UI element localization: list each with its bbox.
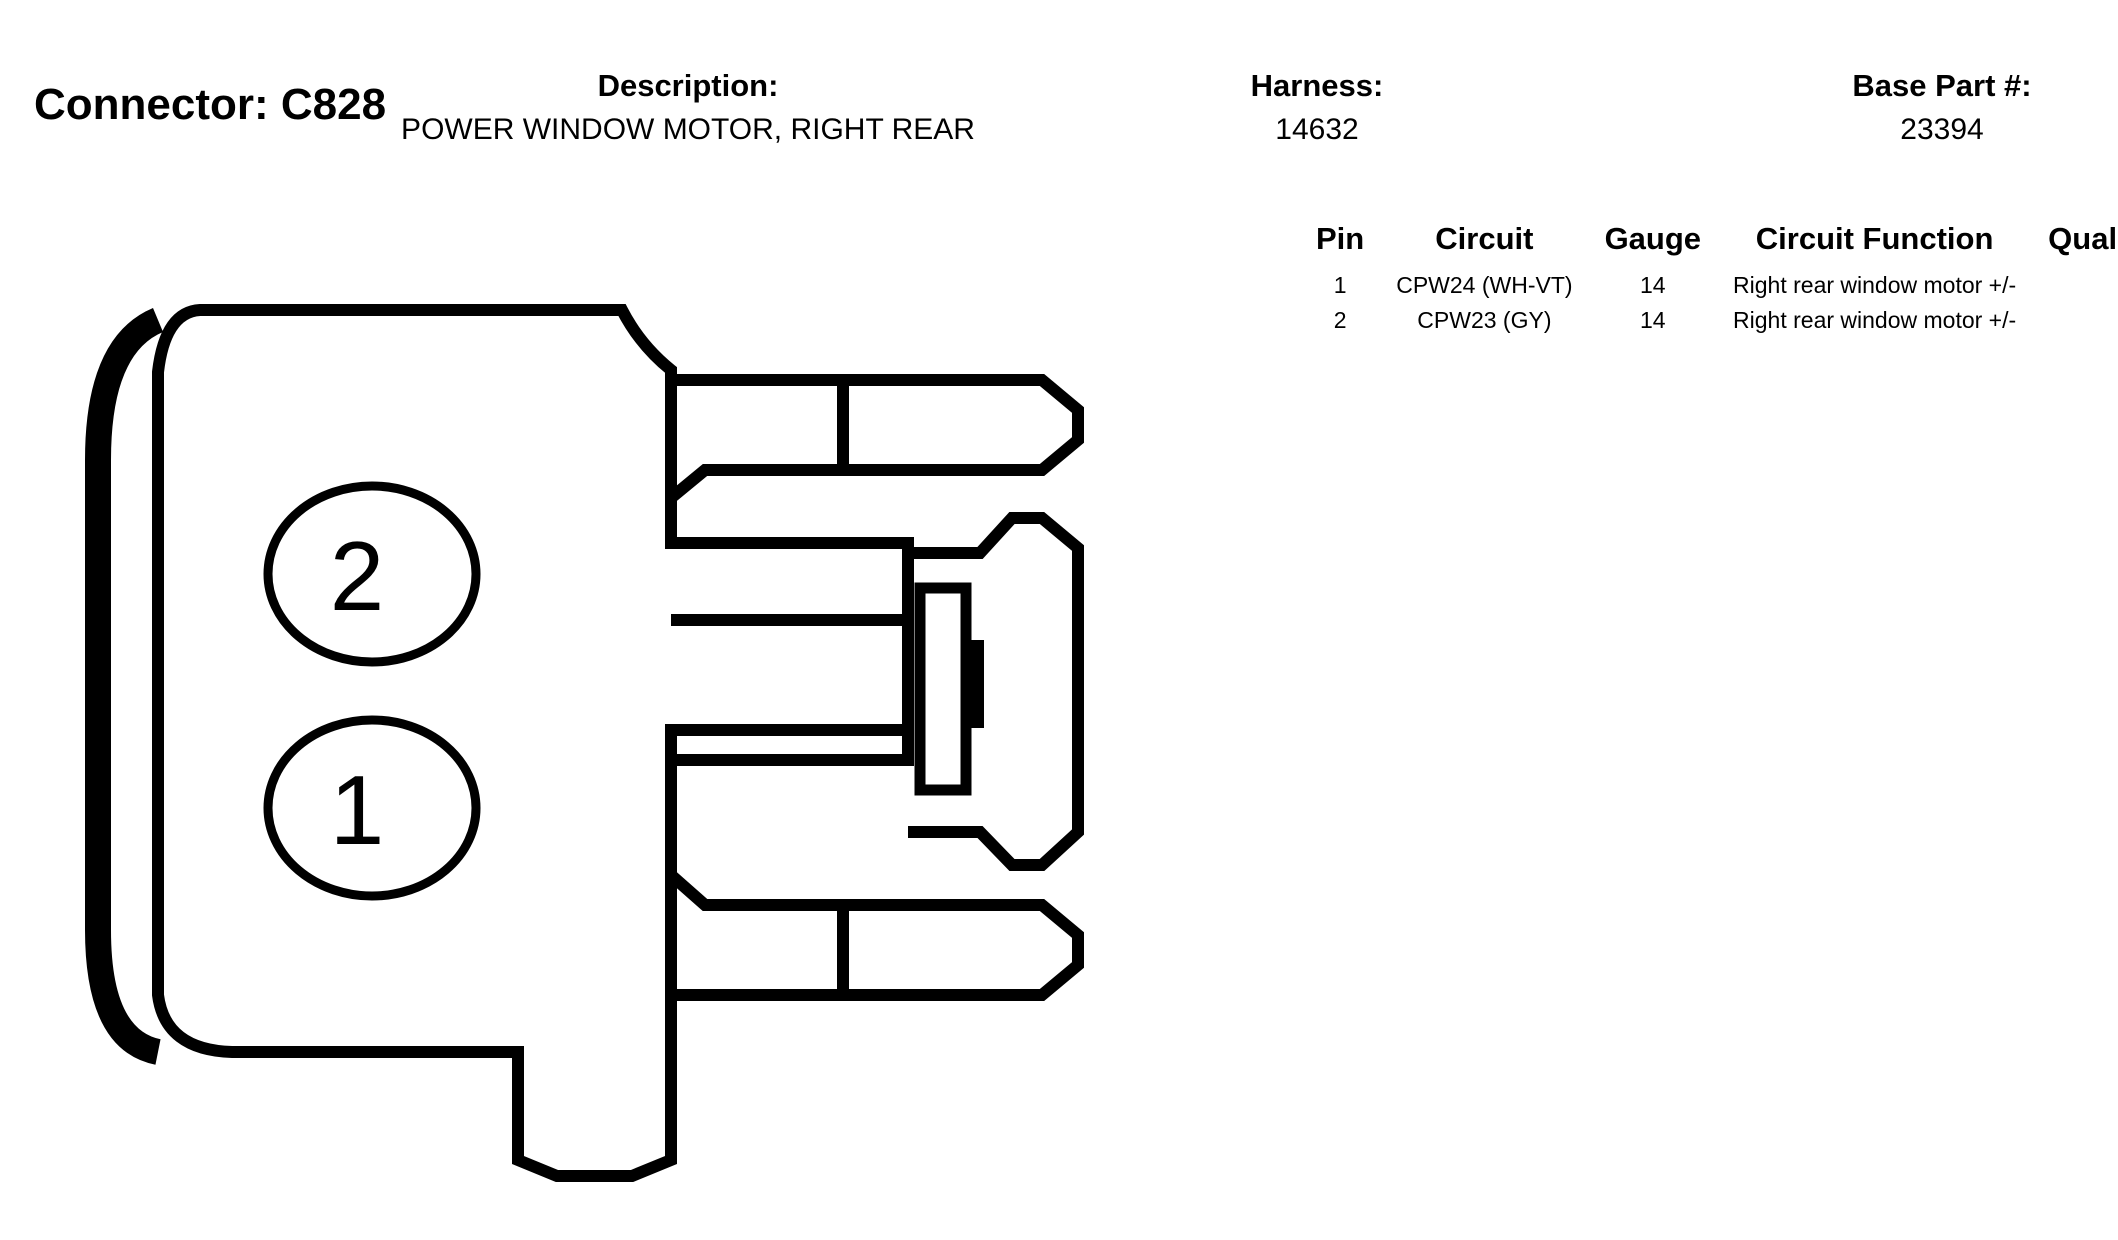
harness-label: Harness: — [1250, 68, 1384, 103]
upper-latch-tab — [667, 374, 1084, 503]
cell-circuit: CPW23 (GY) — [1417, 307, 1552, 333]
col-header-gauge: Gauge — [1604, 221, 1702, 256]
connector-housing-edge — [85, 308, 164, 1065]
base-part-value: 23394 — [1900, 113, 1984, 146]
center-lock-inner — [914, 582, 972, 796]
table-row: 1 CPW24 (WH-VT) 14 Right rear window mot… — [1300, 268, 2118, 303]
pin-label-2: 2 — [330, 521, 385, 631]
base-part-label: Base Part #: — [1852, 68, 2032, 103]
table-row: 2 CPW23 (GY) 14 Right rear window motor … — [1300, 303, 2118, 338]
col-header-qualifier: Qualifier — [2048, 221, 2118, 256]
pin-table: Pin Circuit Gauge Circuit Function Quali… — [1300, 218, 2118, 338]
pin-label-1: 1 — [330, 755, 385, 865]
cell-gauge: 14 — [1640, 272, 1666, 298]
pin-cavity-2: 2 — [263, 481, 481, 667]
cell-function: Right rear window motor +/- — [1733, 272, 2017, 298]
pin-cavity-1: 1 — [263, 715, 481, 901]
pin-cavity-1-circle — [263, 715, 481, 901]
center-key — [671, 614, 914, 766]
center-lock-contact — [966, 640, 984, 728]
center-lock-outline — [908, 512, 1084, 871]
col-header-circuit: Circuit — [1435, 221, 1534, 256]
connector-title: Connector: C828 — [34, 80, 387, 129]
harness-value: 14632 — [1275, 113, 1359, 146]
cell-circuit: CPW24 (WH-VT) — [1396, 272, 1573, 298]
cell-pin: 1 — [1333, 272, 1347, 298]
col-header-function: Circuit Function — [1755, 221, 1994, 256]
description-value: POWER WINDOW MOTOR, RIGHT REAR — [401, 113, 975, 146]
cell-pin: 2 — [1333, 307, 1347, 333]
connector-housing-outline — [152, 304, 914, 1182]
cell-function: Right rear window motor +/- — [1733, 307, 2017, 333]
description-label: Description: — [597, 68, 779, 103]
pin-cavity-2-circle — [263, 481, 481, 667]
cell-gauge: 14 — [1640, 307, 1666, 333]
lower-latch-tab — [667, 870, 1084, 1001]
table-header-row: Pin Circuit Gauge Circuit Function Quali… — [1300, 218, 2118, 268]
col-header-pin: Pin — [1316, 221, 1365, 256]
